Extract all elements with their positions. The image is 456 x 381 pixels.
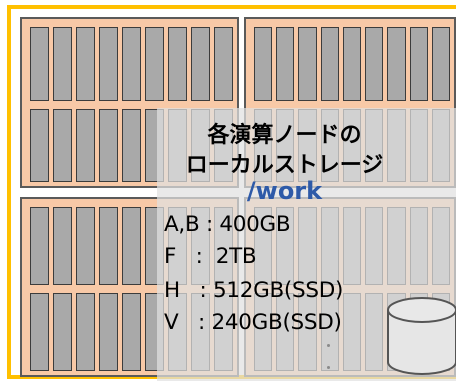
- node-label: F: [164, 244, 177, 269]
- node-blade: [168, 27, 187, 101]
- node-blade: [53, 293, 72, 371]
- node-blade: [76, 108, 95, 182]
- node-blade: [30, 108, 49, 182]
- node-label: H: [164, 278, 180, 303]
- node-blade: [431, 27, 450, 101]
- storage-row-v: V : 240GB(SSD): [164, 310, 342, 335]
- node-blade: [122, 108, 141, 182]
- node-blade: [276, 27, 295, 101]
- storage-size: 400GB: [219, 212, 291, 237]
- node-blade: [122, 27, 141, 101]
- node-blade: [387, 27, 406, 101]
- node-label: A,B: [164, 212, 200, 237]
- node-blade: [99, 207, 118, 285]
- node-blade: [76, 207, 95, 285]
- storage-size: 2TB: [215, 244, 257, 269]
- node-blade: [320, 27, 339, 101]
- title-line-1: 各演算ノードの: [207, 123, 362, 148]
- separator: :: [199, 212, 220, 237]
- ellipsis-dot: [327, 366, 330, 369]
- node-blade: [53, 108, 72, 182]
- storage-row-f: F : 2TB: [164, 244, 257, 269]
- node-blade: [53, 27, 72, 101]
- node-blade: [99, 108, 118, 182]
- disk-cylinder-icon: [387, 297, 456, 375]
- node-blade: [191, 27, 210, 101]
- node-blade: [76, 27, 95, 101]
- separator: :: [176, 244, 216, 269]
- node-blade: [298, 27, 317, 101]
- node-blade: [30, 293, 49, 371]
- node-blade: [122, 207, 141, 285]
- node-blade: [145, 27, 164, 101]
- storage-path: /work: [246, 177, 323, 205]
- ellipsis-dot: [327, 344, 330, 347]
- node-blade: [254, 27, 273, 101]
- node-blade: [30, 207, 49, 285]
- storage-size: 512GB(SSD): [212, 278, 344, 303]
- node-blade: [342, 27, 362, 101]
- node-blade: [99, 27, 118, 101]
- node-blade: [409, 27, 428, 101]
- node-label: V: [164, 310, 179, 335]
- node-blade: [30, 27, 49, 101]
- storage-row-h: H : 512GB(SSD): [164, 278, 343, 303]
- node-blade: [122, 293, 141, 371]
- node-blade: [214, 27, 233, 101]
- storage-row-ab: A,B : 400GB: [164, 212, 291, 237]
- node-blade: [99, 293, 118, 371]
- node-blade: [365, 27, 384, 101]
- node-blade: [53, 207, 72, 285]
- separator: :: [178, 310, 212, 335]
- storage-size: 240GB(SSD): [211, 310, 342, 335]
- separator: :: [179, 278, 213, 303]
- node-blade: [76, 293, 95, 371]
- title-line-2: ローカルストレージ: [185, 153, 384, 178]
